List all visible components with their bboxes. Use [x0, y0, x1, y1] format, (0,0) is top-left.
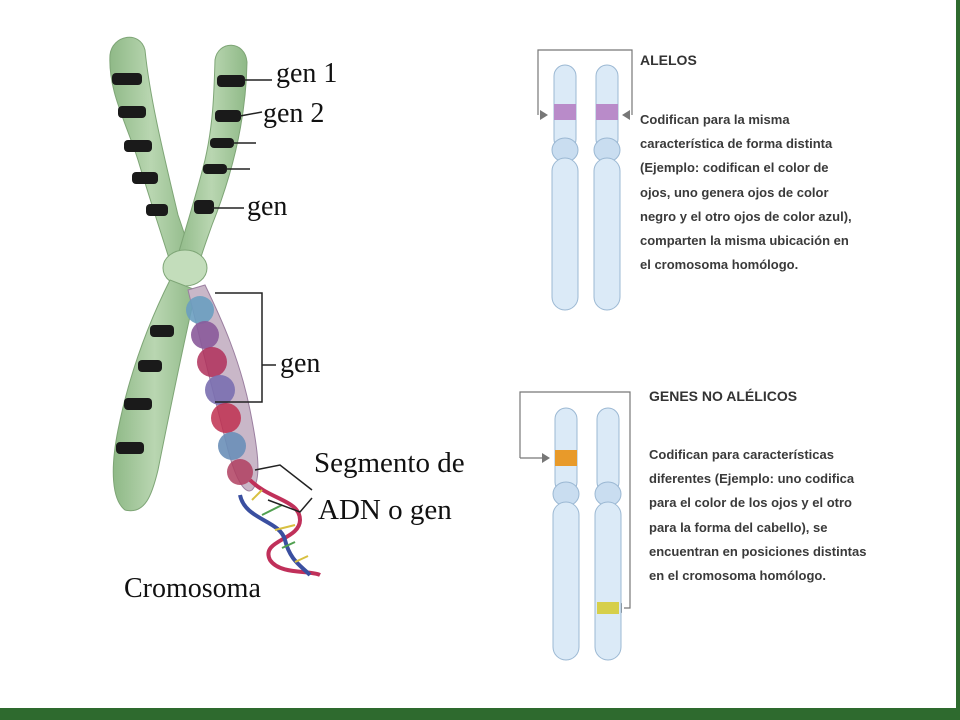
no-alelicos-line: diferentes (Ejemplo: uno codifica — [649, 471, 855, 487]
right-edge-bar — [956, 0, 960, 720]
band — [124, 398, 152, 410]
label-gen-upper: gen — [247, 191, 288, 222]
allele-band-right — [596, 104, 618, 120]
label-segmento-line2: ADN o gen — [318, 494, 452, 526]
no-alelicos-line: Codifican para características — [649, 447, 834, 462]
band — [146, 204, 168, 216]
allele-band-left — [554, 104, 576, 120]
label-cromosoma: Cromosoma — [124, 573, 261, 604]
band — [203, 164, 227, 174]
band — [217, 75, 245, 87]
chromosome-arm-upper-left — [109, 36, 193, 269]
label-segmento-line1: Segmento de — [314, 447, 465, 479]
homolog-chromosome-right — [594, 407, 622, 661]
no-alelicos-diagram — [519, 391, 631, 661]
alelos-diagram — [537, 49, 633, 311]
band — [194, 200, 214, 214]
alelos-title: ALELOS — [640, 52, 697, 68]
arrow-left — [542, 453, 550, 463]
gene-band-yellow — [597, 602, 619, 614]
arrow-right — [622, 110, 630, 120]
band — [112, 73, 142, 85]
chromosome-arm-upper-right — [175, 44, 248, 269]
gene-band-orange — [555, 450, 577, 466]
no-alelicos-description: Codifican para características diferente… — [649, 443, 866, 588]
band — [132, 172, 158, 184]
alelos-line: comparten la misma ubicación en — [640, 233, 849, 249]
chromosome-diagram — [109, 36, 321, 577]
alelos-line: ojos, uno genera ojos de color — [640, 184, 829, 200]
label-gen-middle: gen — [280, 348, 321, 379]
arrow-left — [540, 110, 548, 120]
alelos-line: Codifican para la misma — [640, 112, 790, 127]
label-gen-2: gen 2 — [263, 98, 325, 129]
footer-bar — [0, 708, 960, 720]
band — [124, 140, 152, 152]
no-alelicos-line: encuentran en posiciones distintas — [649, 543, 867, 559]
band — [138, 360, 162, 372]
label-gen-1: gen 1 — [276, 58, 338, 89]
band — [150, 325, 174, 337]
alelos-line: negro y el otro ojos de color azul), — [640, 208, 852, 224]
alelos-line: característica de forma distinta — [640, 136, 833, 152]
leader-lines — [212, 79, 313, 513]
dna-helix — [238, 478, 321, 577]
alelos-description: Codifican para la misma característica d… — [640, 108, 852, 277]
no-alelicos-line: para el color de los ojos y el otro — [649, 495, 852, 511]
homolog-chromosome-left — [552, 407, 580, 661]
alelos-line: el cromosoma homólogo. — [640, 257, 799, 273]
homolog-chromosome-left — [551, 64, 579, 311]
alelos-bracket — [537, 49, 633, 115]
homolog-chromosome-right — [593, 64, 621, 311]
chromosome-arm-lower-left — [112, 279, 197, 512]
band — [210, 138, 234, 148]
dna-coil — [186, 296, 253, 485]
band — [118, 106, 146, 118]
band — [215, 110, 241, 122]
alelos-line: (Ejemplo: codifican el color de — [640, 160, 829, 176]
no-alelicos-bracket — [519, 391, 631, 609]
no-alelicos-title: GENES NO ALÉLICOS — [649, 388, 798, 404]
no-alelicos-line: en el cromosoma homólogo. — [649, 568, 826, 584]
band — [116, 442, 144, 454]
no-alelicos-line: para la forma del cabello), se — [649, 519, 828, 535]
